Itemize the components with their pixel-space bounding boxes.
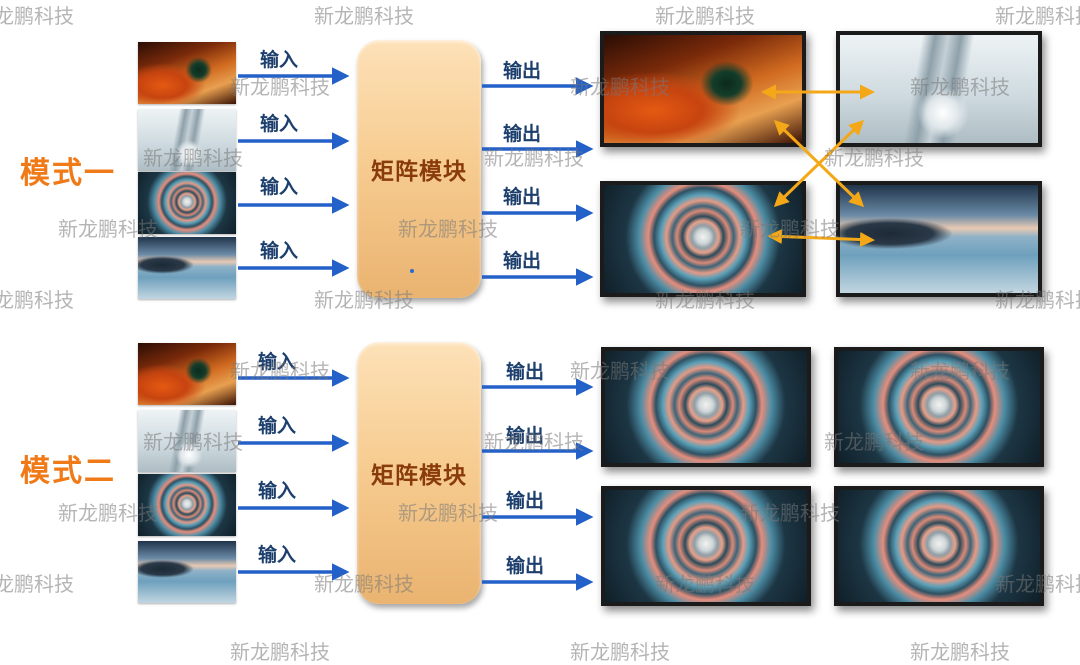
- mode2-screen-3: [601, 486, 811, 606]
- mode2-input-label-3: 输入: [258, 480, 297, 502]
- mode2-matrix-module: 矩阵模块: [357, 342, 481, 604]
- mode1-output-label-4: 输出: [503, 250, 542, 272]
- mode2-screen-1: [601, 347, 811, 467]
- mode1-input-thumb-1: [138, 42, 236, 104]
- mode2-output-label-4: 输出: [506, 555, 545, 577]
- mode2-output-label-2: 输出: [506, 425, 545, 447]
- mode1-module-label: 矩阵模块: [371, 159, 467, 185]
- mode1-input-thumb-2: [138, 109, 236, 171]
- mode1-input-label-1: 输入: [260, 49, 299, 71]
- mode1-input-thumb-4: [138, 237, 236, 299]
- mode2-output-label-3: 输出: [506, 490, 545, 512]
- mode2-output-label-1: 输出: [506, 361, 545, 383]
- mode1-output-label-1: 输出: [503, 60, 542, 82]
- mode1-input-label-4: 输入: [260, 240, 299, 262]
- mode2-input-label-1: 输入: [258, 351, 297, 373]
- mode2-input-thumb-3: [138, 474, 236, 536]
- mode1-input-label-3: 输入: [260, 176, 299, 198]
- mode2-screen-2: [834, 347, 1044, 467]
- mode1-label: 模式一: [20, 156, 116, 191]
- mode2-input-label-4: 输入: [258, 544, 297, 566]
- mode2-label: 模式二: [20, 454, 116, 489]
- mode1-matrix-module: 矩阵模块: [357, 40, 481, 298]
- mode2-input-thumb-1: [138, 343, 236, 405]
- mode2-module-label: 矩阵模块: [371, 463, 467, 489]
- mode1-output-label-3: 输出: [503, 186, 542, 208]
- mode2-input-label-2: 输入: [258, 415, 297, 437]
- swap-arrow-diagonal-2: [773, 119, 865, 208]
- mode1-output-label-2: 输出: [503, 123, 542, 145]
- mode2-screen-4: [834, 486, 1044, 606]
- mode2-input-thumb-2: [138, 410, 236, 472]
- module-dot: [410, 269, 414, 273]
- swap-arrow-tunnel-beach: [767, 228, 875, 248]
- mode1-input-label-2: 输入: [260, 113, 299, 135]
- mode1-input-thumb-3: [138, 172, 236, 234]
- mode2-input-thumb-4: [138, 541, 236, 603]
